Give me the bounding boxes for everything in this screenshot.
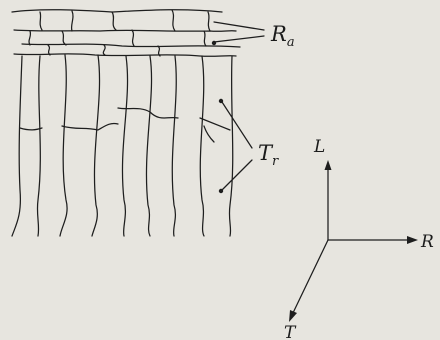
tracheid-wall — [60, 55, 67, 236]
diagram-labels: Ra Tr — [258, 22, 295, 169]
ray-divider — [208, 12, 210, 31]
tracheid-wall — [229, 56, 232, 236]
tracheid-wall — [12, 56, 22, 236]
ray-divider — [62, 31, 66, 45]
ray-label: Ra — [270, 22, 295, 50]
axis-r-label: R — [420, 232, 434, 252]
axis-l-label: L — [313, 137, 325, 157]
axis-l-arrowhead — [325, 160, 332, 170]
tracheid-leader-upper — [222, 102, 252, 148]
tracheid-crosswall — [204, 126, 214, 142]
ray-divider — [40, 12, 42, 30]
axis-t-label: T — [284, 323, 297, 340]
tracheid-leader-dot — [219, 189, 223, 193]
tracheid-crosswall — [118, 108, 178, 118]
tracheid-wall — [122, 56, 127, 236]
ray-row-line — [14, 30, 236, 31]
ray-divider — [172, 10, 175, 31]
tracheid-walls — [12, 55, 233, 236]
leader-lines — [212, 22, 264, 193]
orientation-axes: L R T — [284, 137, 434, 340]
ray-divider — [204, 31, 206, 46]
axis-t-line — [292, 240, 328, 315]
tracheid-wall — [172, 56, 176, 236]
ray-label-main: R — [270, 22, 287, 46]
axis-r-arrowhead — [407, 236, 418, 244]
tracheid-label: Tr — [258, 141, 279, 169]
axis-t-arrowhead — [289, 310, 297, 322]
ray-cells — [12, 10, 240, 57]
tracheid-crosswall — [20, 128, 42, 130]
tracheid-wall — [146, 56, 151, 236]
ray-divider — [29, 31, 30, 45]
ray-divider — [48, 45, 50, 55]
ray-divider — [72, 11, 73, 31]
tracheid-crosswall — [62, 123, 118, 130]
tracheid-leader-dot — [219, 99, 223, 103]
ray-row-line — [22, 44, 240, 47]
ray-leader-upper — [214, 22, 264, 30]
ray-divider — [103, 45, 105, 55]
ray-leader-lower — [214, 36, 264, 42]
ray-row-line — [14, 54, 236, 56]
ray-label-sub: a — [287, 35, 295, 50]
tracheid-wall — [37, 56, 40, 236]
tracheid-wall — [92, 55, 100, 236]
tracheid-label-sub: r — [272, 154, 279, 169]
tracheid-wall — [200, 56, 204, 236]
tracheid-leader-lower — [222, 160, 252, 190]
ray-row-line — [12, 10, 222, 12]
ray-divider — [112, 12, 116, 30]
ray-divider — [132, 30, 134, 46]
ray-leader-dot — [212, 41, 216, 45]
